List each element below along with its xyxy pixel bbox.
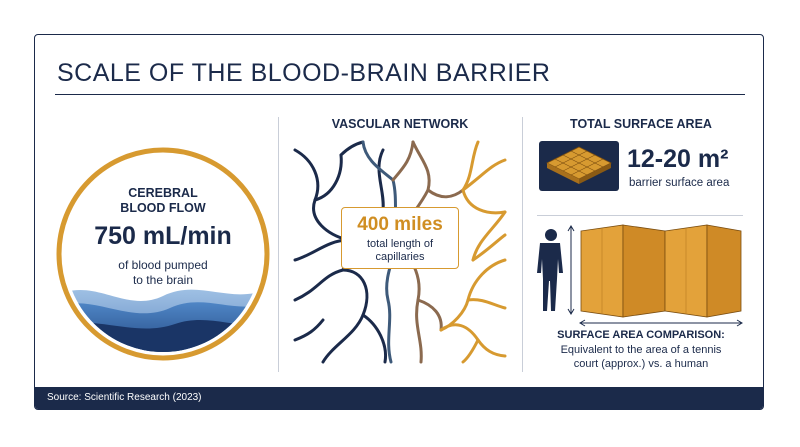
- blood-wave-icon: [56, 147, 270, 361]
- source-citation: Source: Scientific Research (2023): [47, 392, 202, 403]
- column-divider-1: [278, 117, 279, 372]
- page-title: SCALE OF THE BLOOD-BRAIN BARRIER: [57, 59, 551, 87]
- surface-comparison-figure: [537, 224, 743, 327]
- human-silhouette-icon: [537, 229, 563, 311]
- blood-flow-label: CEREBRAL BLOOD FLOW: [55, 186, 271, 216]
- blood-flow-value: 750 mL/min: [94, 222, 232, 250]
- blood-flow-desc-line2: to the brain: [132, 273, 194, 287]
- capillary-length-value: 400 miles: [357, 214, 443, 235]
- comparison-line1: Equivalent to the area of a tennis: [560, 344, 722, 356]
- blood-flow-panel: CEREBRAL BLOOD FLOW 750 mL/min of blood …: [55, 146, 271, 362]
- comparison-title: SURFACE AREA COMPARISON:: [557, 329, 725, 341]
- surface-area-value: 12-20 m²: [627, 145, 729, 173]
- comparison-line2: court (approx.) vs. a human: [573, 358, 709, 370]
- blood-flow-label-line1: CEREBRAL: [128, 186, 198, 200]
- blood-flow-label-line2: BLOOD FLOW: [120, 201, 206, 215]
- surface-area-heading: TOTAL SURFACE AREA: [570, 117, 712, 131]
- blood-flow-description: of blood pumped to the brain: [55, 258, 271, 288]
- capillary-length-callout: 400 miles total length of capillaries: [341, 207, 459, 269]
- capillary-desc-line1: total length of: [366, 238, 434, 250]
- surface-divider: [537, 215, 743, 216]
- capillary-length-description: total length of capillaries: [342, 238, 458, 264]
- infographic-card: SCALE OF THE BLOOD-BRAIN BARRIER: [34, 34, 764, 410]
- comparison-description: Equivalent to the area of a tennis court…: [535, 343, 747, 371]
- vascular-network-heading: VASCULAR NETWORK: [331, 117, 469, 131]
- title-divider: [55, 94, 745, 95]
- column-divider-2: [522, 117, 523, 372]
- source-footer: Source: Scientific Research (2023): [35, 387, 763, 409]
- capillary-desc-line2: capillaries: [375, 251, 425, 263]
- surface-grid-icon: [546, 146, 612, 184]
- blood-flow-desc-line1: of blood pumped: [118, 258, 208, 272]
- surface-grid-panel: [539, 141, 619, 191]
- tennis-court-panels-icon: [580, 224, 742, 318]
- surface-area-description: barrier surface area: [629, 177, 730, 189]
